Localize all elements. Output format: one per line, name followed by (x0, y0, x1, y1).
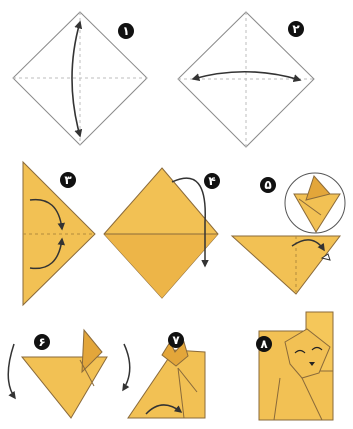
step-8-number: ۸ (260, 337, 268, 351)
step-1: ۱ (13, 12, 147, 145)
step-1-number: ۱ (122, 24, 129, 38)
step-1-badge: ۱ (118, 23, 134, 39)
step-2-badge: ۲ (288, 21, 304, 37)
step-6-fold-arrow-right (123, 344, 130, 390)
step-8: ۸ (256, 312, 333, 420)
step-7-badge: ۷ (168, 332, 184, 348)
step-7-paper-body (128, 350, 205, 418)
step-3: ۳ (23, 162, 95, 305)
step-5: ۵ (232, 173, 345, 294)
step-5-number: ۵ (264, 178, 271, 192)
step-6-fold-arrow-left (8, 344, 15, 398)
step-6-paper-base (22, 357, 107, 418)
step-4-badge: ۴ (204, 173, 220, 189)
step-3-badge: ۳ (60, 172, 76, 188)
step-8-badge: ۸ (256, 336, 272, 352)
step-7: ۷ (128, 332, 205, 418)
step-2: ۲ (178, 12, 314, 147)
step-4-lower-half-shading (104, 234, 218, 298)
step-5-paper-triangle (232, 236, 340, 294)
step-6-number: ۶ (38, 335, 45, 349)
step-2-number: ۲ (292, 22, 300, 36)
step-4-number: ۴ (208, 174, 215, 188)
step-7-number: ۷ (172, 333, 180, 347)
step-6: ۶ (8, 330, 130, 418)
step-6-badge: ۶ (34, 334, 50, 350)
step-4: ۴ (104, 168, 220, 298)
step-5-badge: ۵ (260, 177, 276, 193)
step-3-number: ۳ (64, 173, 72, 187)
